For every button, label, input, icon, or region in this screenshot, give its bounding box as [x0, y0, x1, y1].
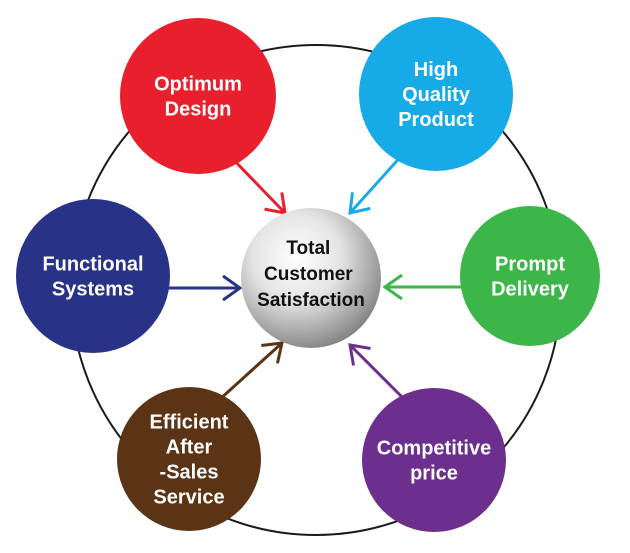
node-label-line: Efficient [150, 412, 229, 434]
center-label-line: Total [286, 238, 330, 259]
node-label-line: Design [165, 99, 232, 121]
functional-systems-arrow [166, 274, 243, 302]
node-label-line: Competitive [377, 438, 491, 460]
competitive-price-arrow [348, 343, 407, 402]
arrow-head [222, 274, 243, 302]
arrow-shaft [227, 153, 287, 215]
node-label-line: Optimum [154, 74, 242, 96]
functional-systems-circle [16, 199, 170, 353]
center-label-line: Satisfaction [257, 290, 365, 311]
efficient-after-sales-service-arrow [217, 341, 284, 402]
competitive-price-label: Competitive price [377, 438, 491, 485]
node-label-line: Systems [52, 279, 134, 301]
prompt-delivery-circle [460, 206, 600, 346]
prompt-delivery-arrow [382, 273, 462, 301]
node-label-line: Functional [42, 254, 143, 276]
node-label-line: After [166, 437, 213, 459]
node-label-line: price [410, 463, 458, 485]
arrow-shaft [217, 341, 284, 402]
center-sphere [241, 208, 381, 348]
center-label-line: Customer [264, 264, 353, 285]
optimum-design-circle [120, 18, 276, 174]
arrow-head [348, 192, 371, 215]
efficient-after-sales-service-circle [117, 387, 261, 531]
high-quality-product-arrow [348, 151, 406, 215]
node-label-line: High [414, 59, 458, 81]
node-label-line: Product [398, 109, 474, 131]
node-label-line: Prompt [495, 254, 565, 276]
high-quality-product-circle [359, 17, 513, 171]
center-node: Total Customer Satisfaction [241, 208, 381, 348]
node-label-line: Quality [402, 84, 471, 106]
optimum-design-arrow [227, 153, 287, 215]
competitive-price-circle [362, 388, 506, 532]
arrow-shaft [348, 343, 407, 402]
arrow-shaft [348, 151, 406, 215]
arrow-head [348, 343, 371, 366]
node-label-line: Service [153, 487, 224, 509]
competitive-price-node: Competitive price [362, 388, 506, 532]
arrow-head [261, 341, 284, 364]
center-label: Total Customer Satisfaction [257, 238, 365, 311]
arrow-head [382, 273, 403, 301]
node-label-line: -Sales [160, 462, 219, 484]
node-label-line: Delivery [491, 279, 570, 301]
arrow-head [264, 192, 287, 215]
arrows-group [166, 151, 462, 402]
